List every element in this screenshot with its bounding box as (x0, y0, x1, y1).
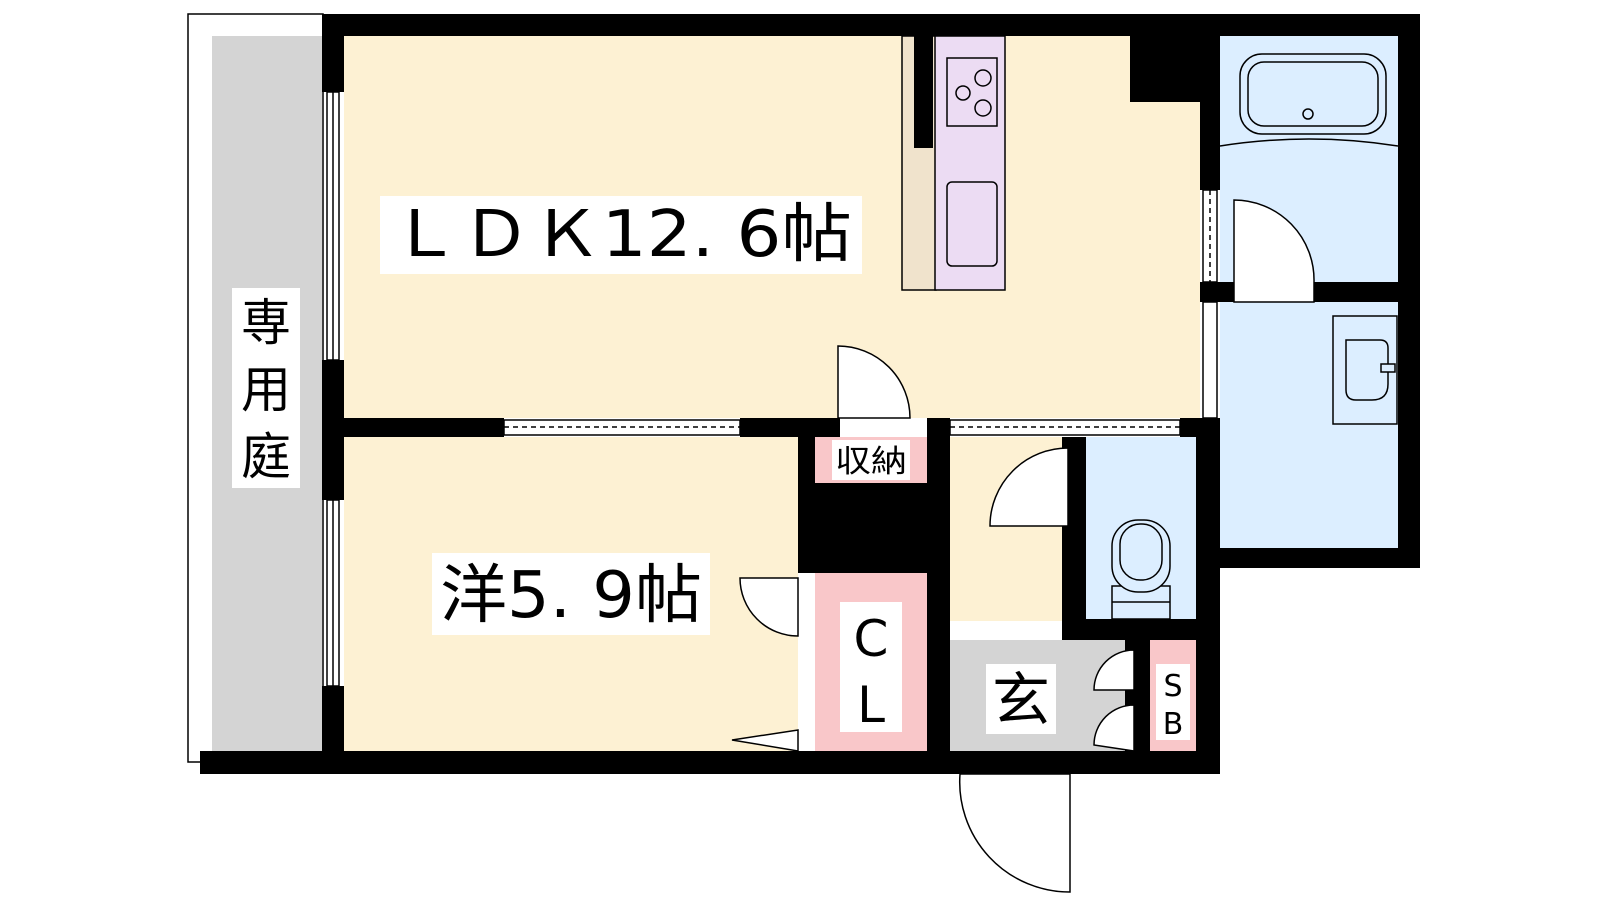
toilet-seat (1119, 523, 1163, 581)
garden-label-3: 庭 (241, 428, 291, 486)
stove (946, 57, 998, 127)
shoebox-label-s: S (1163, 669, 1182, 704)
ldk-label: ＬＤＫ12. 6帖 (390, 198, 852, 272)
shoebox-label-b: B (1163, 707, 1184, 742)
burner-icon (974, 69, 992, 87)
bath-threshold (1219, 138, 1399, 147)
entrance-label-bg (986, 664, 1056, 734)
western-label-bg (432, 553, 710, 635)
closet-label-bg (840, 602, 902, 732)
closet-label-l: L (857, 676, 885, 734)
faucet-icon (1380, 363, 1396, 373)
drain-icon (1302, 108, 1314, 120)
western-label: 洋5. 9帖 (440, 559, 702, 633)
storage-label-bg (832, 440, 910, 480)
bathtub-inner (1247, 61, 1379, 127)
kitchen-sink (946, 181, 998, 267)
garden-label-bg (232, 288, 300, 488)
garden-label-2: 用 (241, 361, 291, 419)
closet-label-c: C (854, 610, 889, 668)
ldk-label-bg (380, 196, 862, 274)
washbasin-icon (1345, 339, 1389, 401)
doors (731, 199, 1315, 893)
bathtub-icon (1239, 53, 1387, 135)
garden-label-1: 専 (241, 294, 291, 352)
entrance-label: 玄 (992, 666, 1050, 734)
burner-icon (955, 85, 971, 101)
burner-icon (974, 99, 992, 117)
windows (326, 91, 1218, 687)
kitchen-wall-stub (914, 36, 933, 148)
shoebox-label-bg (1156, 664, 1190, 740)
storage-label: 収納 (835, 444, 907, 480)
walls (200, 14, 1420, 774)
